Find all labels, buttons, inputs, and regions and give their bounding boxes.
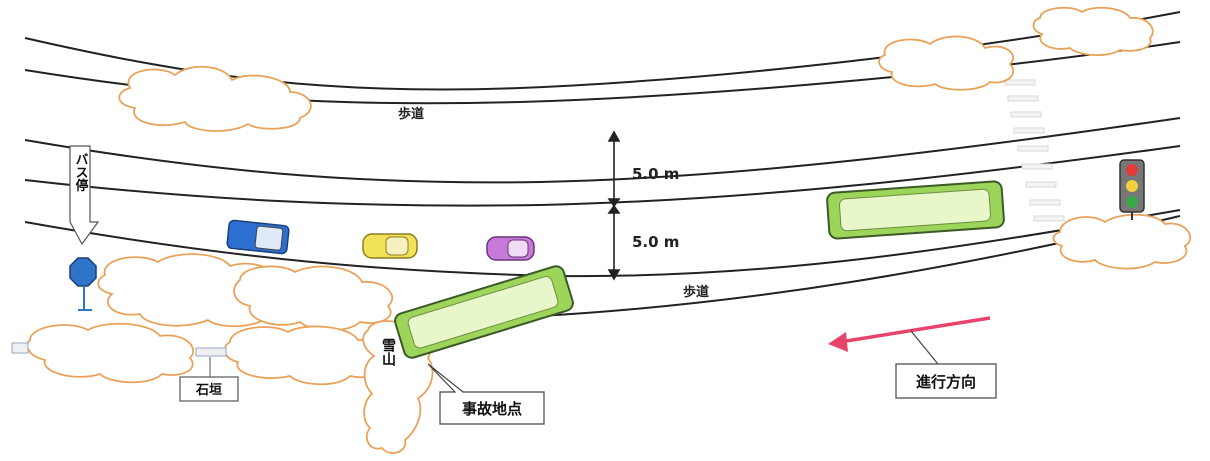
car-icon bbox=[362, 233, 418, 259]
lane-width-upper-label: 5.0 m bbox=[632, 165, 679, 183]
road-upper-edge bbox=[24, 117, 1181, 184]
snow-pile-top-right-2 bbox=[1032, 6, 1154, 56]
lane-width-lower-label: 5.0 m bbox=[632, 233, 679, 251]
bus-icon bbox=[826, 180, 1005, 240]
snow-pile-top-right-1 bbox=[878, 35, 1015, 91]
bus-icon bbox=[394, 265, 574, 359]
sidewalk-top-label: 歩道 bbox=[398, 106, 424, 122]
snow-pile-label: 雪山 bbox=[380, 337, 396, 367]
stone-wall-label: 石垣 bbox=[195, 382, 222, 398]
snow-piles bbox=[26, 6, 1192, 454]
direction-arrow-icon bbox=[828, 316, 991, 365]
snow-pile-top-left bbox=[118, 65, 312, 132]
stone-wall-callout bbox=[179, 357, 239, 402]
direction-label: 進行方向 bbox=[916, 373, 976, 391]
stone-wall bbox=[11, 342, 227, 357]
snow-pile-bottom-left-1 bbox=[26, 322, 194, 384]
sidewalk-bottom-label: 歩道 bbox=[683, 284, 709, 300]
snow-pile-right bbox=[1052, 213, 1192, 270]
direction-callout bbox=[895, 363, 997, 399]
crosswalk bbox=[1004, 79, 1065, 222]
traffic-light-icon bbox=[1119, 159, 1145, 220]
bus-stop-label: バス停 bbox=[73, 153, 89, 193]
snow-pile-bottom-left-2 bbox=[223, 325, 386, 386]
lane-width-dimension bbox=[607, 130, 621, 281]
center-line bbox=[24, 145, 1181, 207]
snow-pile-left-2 bbox=[233, 265, 394, 332]
bus-stop-sign-icon bbox=[69, 145, 100, 311]
car-icon bbox=[486, 236, 535, 261]
accident-site-callout bbox=[427, 363, 545, 425]
car-icon bbox=[226, 219, 290, 255]
accident-site-label: 事故地点 bbox=[462, 400, 522, 418]
